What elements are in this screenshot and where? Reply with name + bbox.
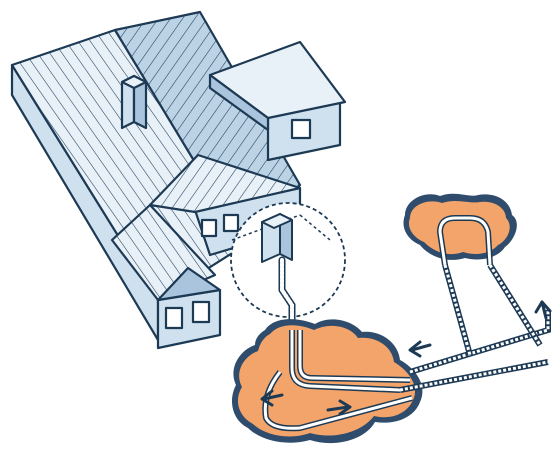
window xyxy=(202,220,216,236)
window xyxy=(166,308,182,328)
heat-pump-callout xyxy=(231,203,345,330)
lower-pond xyxy=(232,319,422,443)
window xyxy=(292,120,310,138)
window xyxy=(224,215,238,231)
pipe-return xyxy=(445,265,540,355)
upper-pond xyxy=(403,194,516,265)
heat-pump-unit xyxy=(262,214,292,262)
connecting-pipes xyxy=(400,265,548,390)
window xyxy=(193,302,209,322)
arrow-left-icon xyxy=(410,342,430,356)
